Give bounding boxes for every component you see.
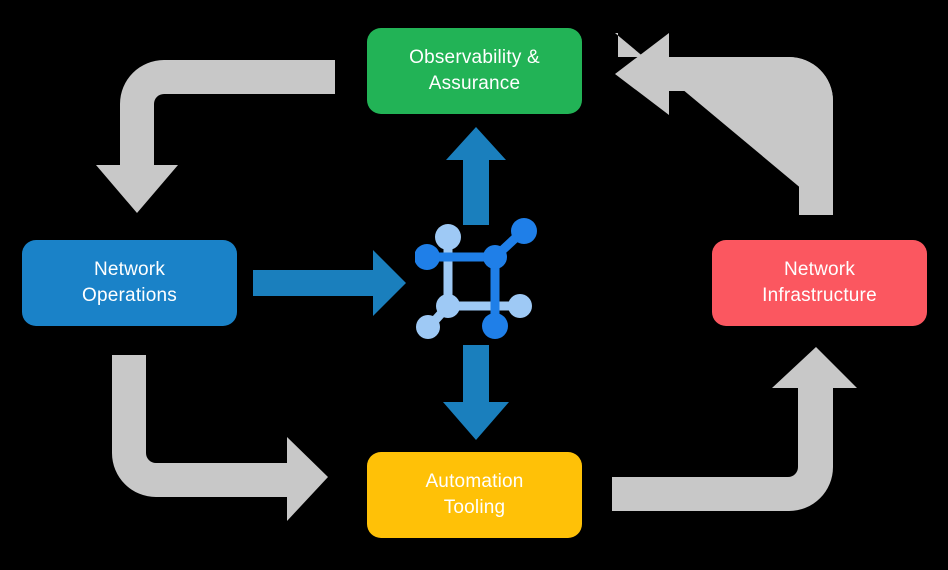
arrow-center-to-automation (443, 345, 509, 440)
arrow-center-to-observability (446, 127, 506, 225)
node-infrastructure-label: Network Infrastructure (762, 259, 877, 306)
network-icon-dark-nodes (415, 218, 537, 339)
arrow-infrastructure-to-observability (615, 33, 833, 215)
node-automation-tooling[interactable]: Automation Tooling (367, 452, 582, 538)
network-topology-icon (415, 218, 537, 339)
node-observability-label: Observability & Assurance (409, 47, 540, 94)
node-observability-assurance[interactable]: Observability & Assurance (367, 28, 582, 114)
arrow-infrastructure-to-observability-body (615, 33, 833, 215)
arrow-operations-to-center (253, 250, 406, 316)
node-network-operations[interactable]: Network Operations (22, 240, 237, 326)
node-network-infrastructure[interactable]: Network Infrastructure (712, 240, 927, 326)
arrow-observability-to-operations (96, 60, 335, 213)
node-automation-label: Automation Tooling (425, 471, 524, 518)
network-icon-light-nodes (416, 224, 532, 339)
node-operations-label: Network Operations (82, 259, 177, 306)
arrow-operations-to-automation (112, 355, 328, 521)
arrow-automation-to-infrastructure (612, 347, 857, 511)
